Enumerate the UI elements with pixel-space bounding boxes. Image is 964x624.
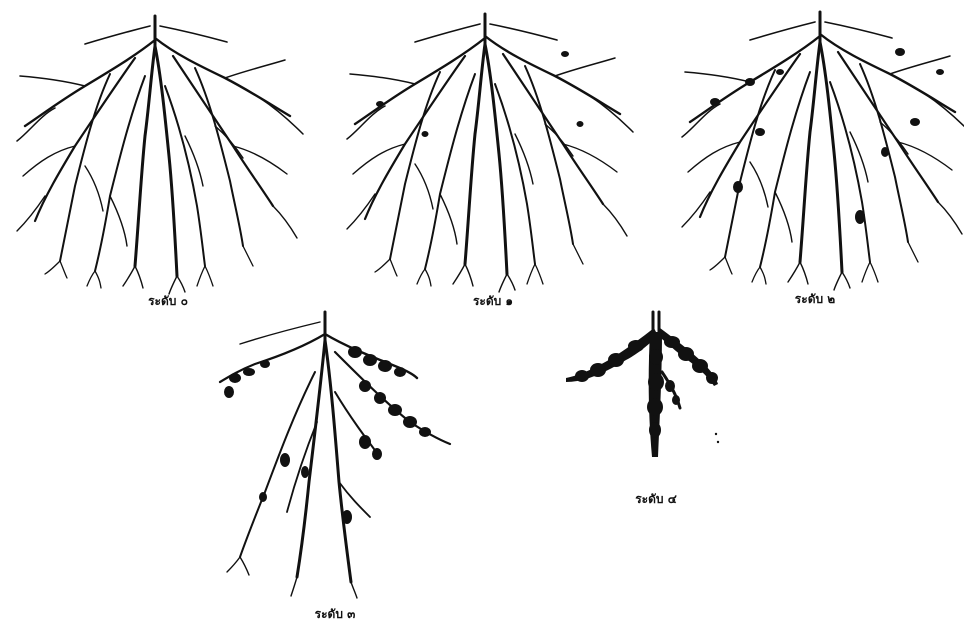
root-system-level-1 <box>347 14 633 292</box>
caption-level-4: ระดับ ๔ <box>635 492 677 506</box>
caption-level-0: ระดับ ๐ <box>148 294 188 308</box>
panel-level-4: ระดับ ๔ <box>566 312 719 506</box>
panel-level-2: ระดับ ๒ <box>682 12 964 306</box>
panel-level-3: ระดับ ๓ <box>220 312 450 621</box>
root-system-level-0 <box>17 16 303 294</box>
caption-level-3: ระดับ ๓ <box>315 607 356 621</box>
caption-level-1: ระดับ ๑ <box>473 294 513 308</box>
root-system-level-3 <box>220 312 450 598</box>
root-system-level-4 <box>566 312 719 457</box>
panel-level-0: ระดับ ๐ <box>17 16 303 308</box>
root-system-level-2 <box>682 12 964 290</box>
panel-level-1: ระดับ ๑ <box>347 14 633 308</box>
caption-level-2: ระดับ ๒ <box>795 292 835 306</box>
